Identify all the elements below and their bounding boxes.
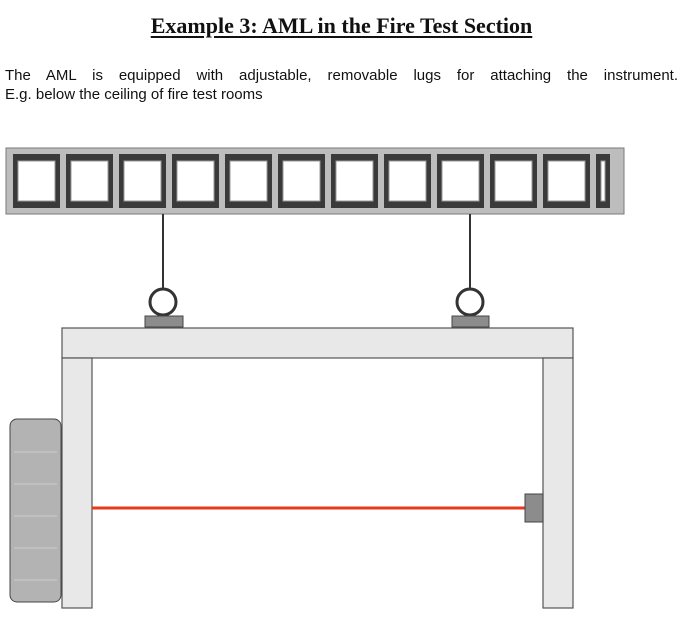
ceiling-truss — [5, 147, 625, 215]
truss-cell-opening — [388, 160, 427, 202]
receiver-box — [524, 493, 544, 523]
description: The AML is equipped with adjustable, rem… — [5, 66, 678, 104]
lug-base-left — [144, 315, 184, 328]
truss-cell-opening — [70, 160, 109, 202]
frame-top-bar — [61, 327, 574, 359]
aml-frame — [61, 327, 574, 609]
truss-cell-opening — [282, 160, 321, 202]
truss-cell-opening — [335, 160, 374, 202]
page-title: Example 3: AML in the Fire Test Section — [150, 13, 533, 38]
hangers — [144, 214, 490, 328]
description-line-2: E.g. below the ceiling of fire test room… — [5, 86, 263, 103]
side-unit-texture — [14, 451, 57, 581]
truss-cell-opening — [123, 160, 162, 202]
truss-cell-opening — [441, 160, 480, 202]
frame-left-leg — [61, 357, 93, 609]
lug-ring-left — [148, 287, 178, 317]
description-line-1: The AML is equipped with adjustable, rem… — [5, 67, 678, 84]
truss-cell-opening — [229, 160, 268, 202]
side-unit-housing — [9, 418, 62, 603]
truss-cell-opening — [176, 160, 215, 202]
truss-cell-opening — [600, 160, 606, 202]
lug-ring-right — [455, 287, 485, 317]
side-unit — [9, 418, 62, 603]
frame-right-leg — [542, 357, 574, 609]
lug-base-right — [451, 315, 490, 328]
truss-cell-opening — [17, 160, 56, 202]
truss-cell-opening — [547, 160, 586, 202]
truss-cells — [13, 154, 610, 208]
truss-cell-opening — [494, 160, 533, 202]
